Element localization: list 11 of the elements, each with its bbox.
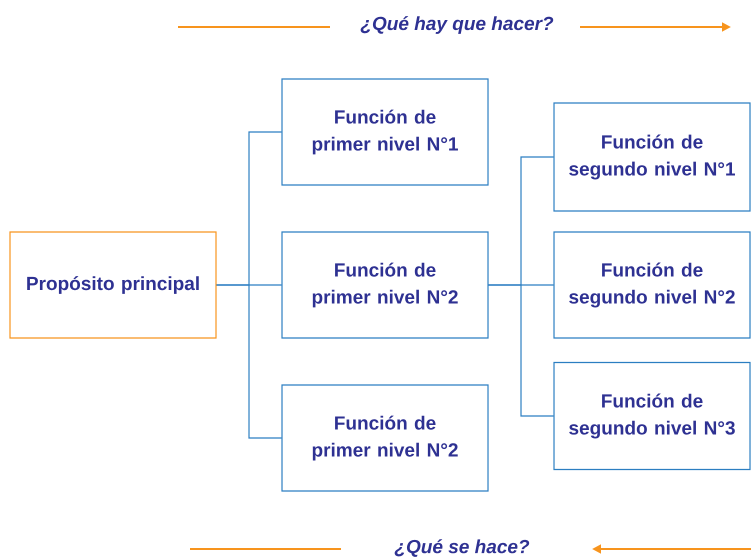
heading: ¿Qué se hace? [394, 539, 530, 557]
process-box: Función de segundo nivel N°1 [553, 102, 751, 212]
process-box: Propósito principal [9, 231, 217, 339]
process-box: Función de primer nivel N°2 [281, 384, 489, 492]
process-box: Función de primer nivel N°2 [281, 231, 489, 339]
heading: ¿Qué hay que hacer? [360, 16, 554, 34]
connector-line [488, 284, 554, 417]
process-box: Función de segundo nivel N°2 [553, 231, 751, 339]
process-box: Función de segundo nivel N°3 [553, 362, 751, 470]
process-box: Función de primer nivel N°1 [281, 78, 489, 186]
connector-line [216, 284, 282, 439]
